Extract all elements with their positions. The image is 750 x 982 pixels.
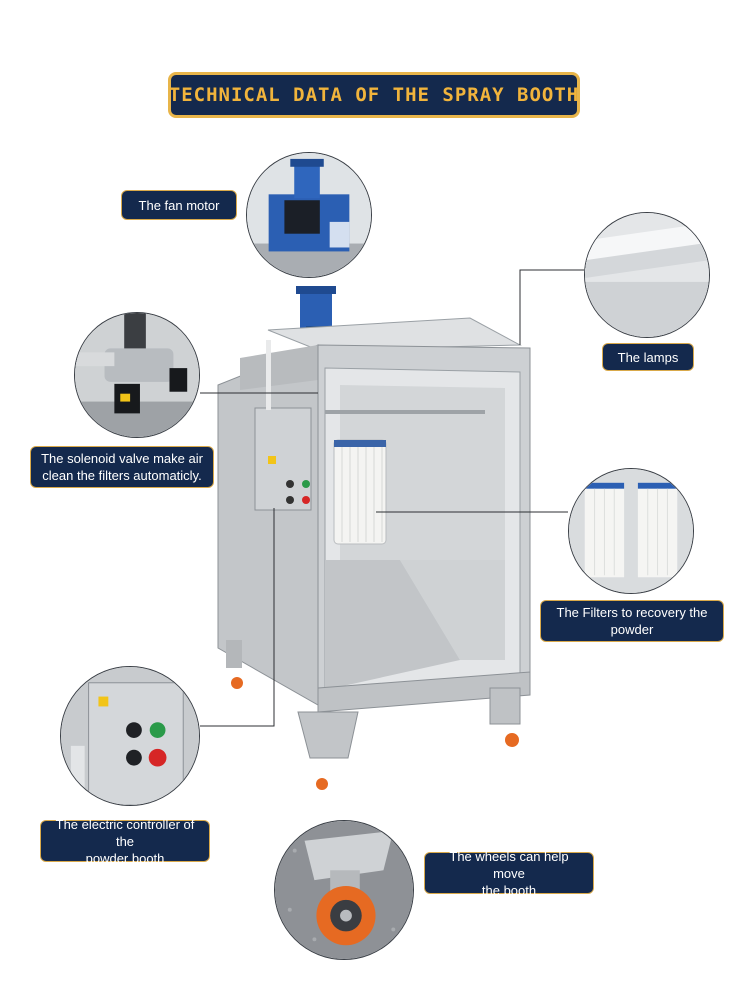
page-title: TECHNICAL DATA OF THE SPRAY BOOTH [168,84,580,106]
label-solenoid-valve: The solenoid valve make air clean the fi… [30,446,214,488]
label-wheels: The wheels can help move the booth [424,849,594,898]
label-fan-motor: The fan motor [121,190,237,220]
lamps-detail [584,212,710,338]
title-banner: TECHNICAL DATA OF THE SPRAY BOOTH [168,72,580,118]
label-lamps: The lamps [602,343,694,371]
electric-controller-detail [60,666,200,806]
solenoid-valve-detail [74,312,200,438]
wheels-detail [274,820,414,960]
filters-detail [568,468,694,594]
label-electric-controller: The electric controller of the powder bo… [40,817,210,866]
label-filters: The Filters to recovery the powder [540,600,724,642]
fan-motor-detail [246,152,372,278]
